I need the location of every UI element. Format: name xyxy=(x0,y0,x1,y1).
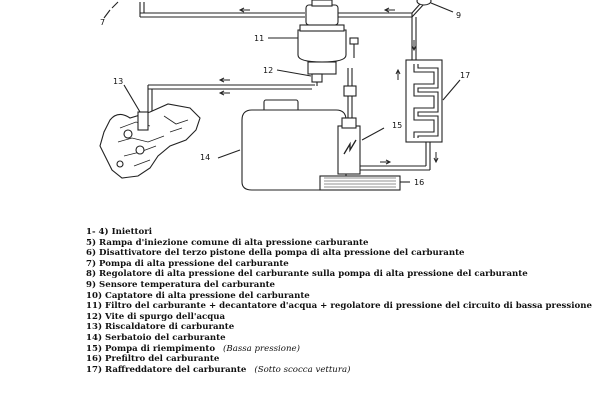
legend-note: (Sotto scocca vettura) xyxy=(254,364,351,375)
fuel-system-diagram: 7 9 11 12 13 14 15 16 17 xyxy=(99,0,470,191)
fuel-filter-assembly xyxy=(268,0,347,75)
legend-note: (Bassa pressione) xyxy=(223,343,300,354)
water-drain-screw xyxy=(276,69,323,86)
flow-arrow xyxy=(433,152,439,164)
callout-13: 13 xyxy=(113,77,123,86)
callout-17: 17 xyxy=(460,71,470,80)
callout-9: 9 xyxy=(456,11,461,20)
callout-11: 11 xyxy=(254,34,264,43)
filling-pump xyxy=(337,117,385,175)
flow-arrow xyxy=(383,7,395,13)
top-fuel-line xyxy=(139,2,425,18)
legend-item: 14) Serbatoio del carburante xyxy=(86,332,226,343)
legend-item: 5) Rampa d'iniezione comune di alta pres… xyxy=(86,237,369,248)
callout-7: 7 xyxy=(100,18,105,27)
legend-item: 7) Pompa di alta pressione del carburant… xyxy=(86,258,289,269)
fuel-temperature-sensor xyxy=(416,0,454,13)
flow-arrow xyxy=(218,90,230,96)
engine-block-with-heater xyxy=(99,84,201,179)
legend-item: 1- 4) Iniettori xyxy=(86,227,153,237)
component-legend: 1- 4) Iniettori 5) Rampa d'iniezione com… xyxy=(86,227,592,375)
legend-item: 16) Prefiltro del carburante xyxy=(86,354,220,365)
fuel-tank xyxy=(217,99,347,191)
flow-arrow xyxy=(238,7,250,13)
flow-arrow xyxy=(218,77,230,83)
legend-item: 6) Disattivatore del terzo pistone della… xyxy=(86,248,465,259)
legend-item: 10) Captatore di alta pressione del carb… xyxy=(86,290,310,301)
legend-item: 15) Pompa di riempimento(Bassa pressione… xyxy=(86,343,300,354)
callout-14: 14 xyxy=(200,153,210,162)
fuel-line-to-cooler xyxy=(411,13,417,60)
legend-item: 9) Sensore temperatura del carburante xyxy=(86,279,276,290)
legend-item: 11) Filtro del carburante + decantatore … xyxy=(86,301,592,312)
callout-12: 12 xyxy=(263,66,273,75)
legend-item: 8) Regolatore di alta pressione del carb… xyxy=(86,269,528,280)
legend-item: 13) Riscaldatore di carburante xyxy=(86,322,235,333)
flow-arrow xyxy=(380,159,392,165)
legend-item: 17) Raffreddatore del carburante(Sotto s… xyxy=(86,364,351,375)
callout-16: 16 xyxy=(414,178,424,187)
fuel-cooler xyxy=(405,59,461,143)
legend-item: 12) Vite di spurgo dell'acqua xyxy=(86,311,226,322)
callout-15: 15 xyxy=(392,121,402,130)
fuel-prefilter xyxy=(319,175,410,191)
flow-arrow xyxy=(395,68,401,80)
